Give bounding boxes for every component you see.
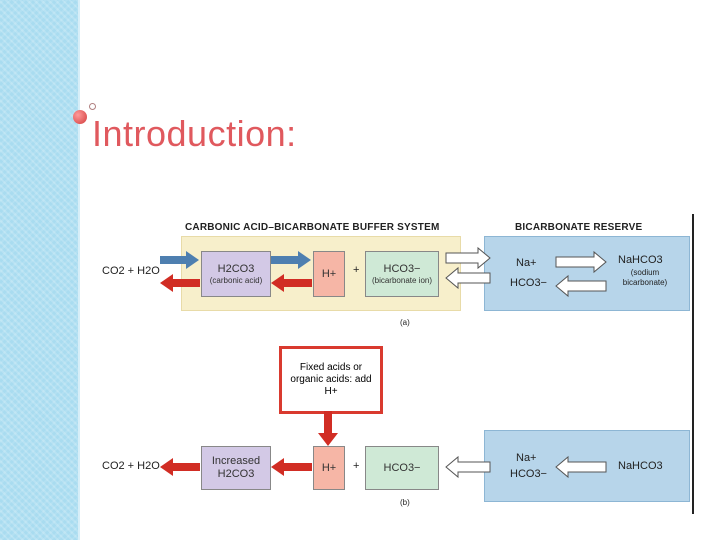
hco3-reserve-label-b: HCO3− [510, 468, 547, 480]
bullet-ring-icon [89, 103, 96, 110]
hco3-reserve-label-a: HCO3− [510, 277, 547, 289]
buffer-system-header: CARBONIC ACID–BICARBONATE BUFFER SYSTEM [185, 222, 440, 233]
figure-a-caption: (a) [400, 318, 410, 327]
hco3-label-b: HCO3− [383, 461, 421, 474]
red-down-arrow [318, 411, 338, 446]
sodium-ion-label-b: Na+ [516, 452, 537, 464]
decorative-sidebar [0, 0, 80, 540]
nahco3-label-b: NaHCO3 [618, 460, 663, 472]
figure-b-caption: (b) [400, 498, 410, 507]
sodium-ion-label-a: Na+ [516, 257, 537, 269]
hydrogen-ion-box-b: H+ [313, 446, 345, 490]
bicarbonate-reserve-header: BICARBONATE RESERVE [515, 222, 643, 233]
h-ion-label-b: H+ [321, 461, 337, 474]
figure-right-border [692, 214, 694, 514]
nahco3-label-a: NaHCO3 [618, 254, 663, 266]
fixed-acids-label: Fixed acids or organic acids: add H+ [290, 362, 372, 397]
h2co3-label: H2CO3 [217, 262, 255, 275]
carbonic-acid-box: H2CO3 (carbonic acid) [201, 251, 271, 297]
bicarbonate-ion-box-b: HCO3− [365, 446, 439, 490]
red-reverse-arrow-b2 [271, 458, 312, 476]
bicarbonate-reserve-panel-a [484, 236, 690, 311]
co2-h2o-label-b: CO2 + H2O [102, 460, 160, 472]
plus-sign-a: + [353, 264, 360, 276]
carbonic-acid-label: (carbonic acid) [209, 275, 263, 285]
increased-h2co3-box: Increased H2CO3 [201, 446, 271, 490]
bullet-dot-icon [73, 110, 87, 124]
sodium-bicarbonate-label: (sodium bicarbonate) [622, 268, 668, 287]
co2-h2o-label-a: CO2 + H2O [102, 265, 160, 277]
fixed-acids-box: Fixed acids or organic acids: add H+ [279, 346, 383, 414]
hco3-label-a: HCO3− [383, 262, 421, 275]
bicarbonate-ion-box: HCO3− (bicarbonate ion) [365, 251, 439, 297]
red-reverse-arrow-b1 [160, 458, 200, 476]
slide-title: Introduction: [92, 113, 297, 154]
plus-sign-b: + [353, 460, 360, 472]
bicarbonate-ion-label: (bicarbonate ion) [371, 275, 433, 285]
hydrogen-ion-box-a: H+ [313, 251, 345, 297]
sidebar-divider [78, 0, 80, 540]
increased-h2co3-label: Increased H2CO3 [211, 455, 261, 480]
h-ion-label-a: H+ [321, 267, 337, 280]
